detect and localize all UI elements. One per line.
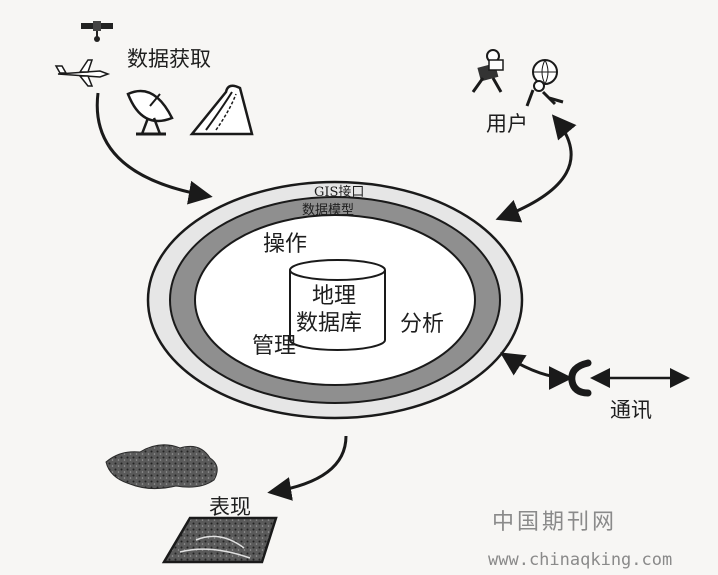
presentation-label: 表现 <box>209 495 251 519</box>
operate-label: 操作 <box>263 232 307 257</box>
communication-group: 通讯 <box>499 352 690 422</box>
data-acquisition-label: 数据获取 <box>127 47 211 71</box>
analyze-label: 分析 <box>400 312 444 337</box>
communication-label: 通讯 <box>610 398 652 422</box>
manage-label: 管理 <box>252 334 296 359</box>
ring-phone-arrow <box>499 352 573 390</box>
terrain-icon <box>105 444 218 490</box>
telephone-icon <box>568 359 592 397</box>
users-arrow <box>495 114 577 223</box>
presentation-group: 表现 <box>105 435 348 564</box>
presentation-arrow <box>267 435 348 501</box>
map-tile-icon <box>161 516 278 564</box>
data-acquisition-group: 数据获取 <box>54 21 254 205</box>
watermark-url[interactable]: www.chinaqking.com <box>488 550 673 570</box>
road-map-icon <box>189 84 254 136</box>
db-label-line1: 地理 <box>312 284 356 309</box>
db-label-line2: 数据库 <box>296 311 362 336</box>
satellite-icon <box>81 21 113 42</box>
airplane-icon <box>54 59 111 87</box>
gis-interface-label: GIS接口 <box>314 184 364 200</box>
acquisition-arrow <box>95 92 213 205</box>
radar-dish-icon <box>126 89 174 136</box>
users-label: 用户 <box>486 112 528 136</box>
data-model-label: 数据模型 <box>302 203 354 218</box>
users-group: 用户 <box>471 49 577 223</box>
gis-core: GIS接口 数据模型 操作 管理 分析 地理 数据库 <box>146 180 524 420</box>
user-globe-icon <box>525 59 564 107</box>
geo-database-cylinder <box>289 259 386 351</box>
user-reading-icon <box>471 49 504 93</box>
watermark-site-name: 中国期刊网 <box>492 510 618 535</box>
